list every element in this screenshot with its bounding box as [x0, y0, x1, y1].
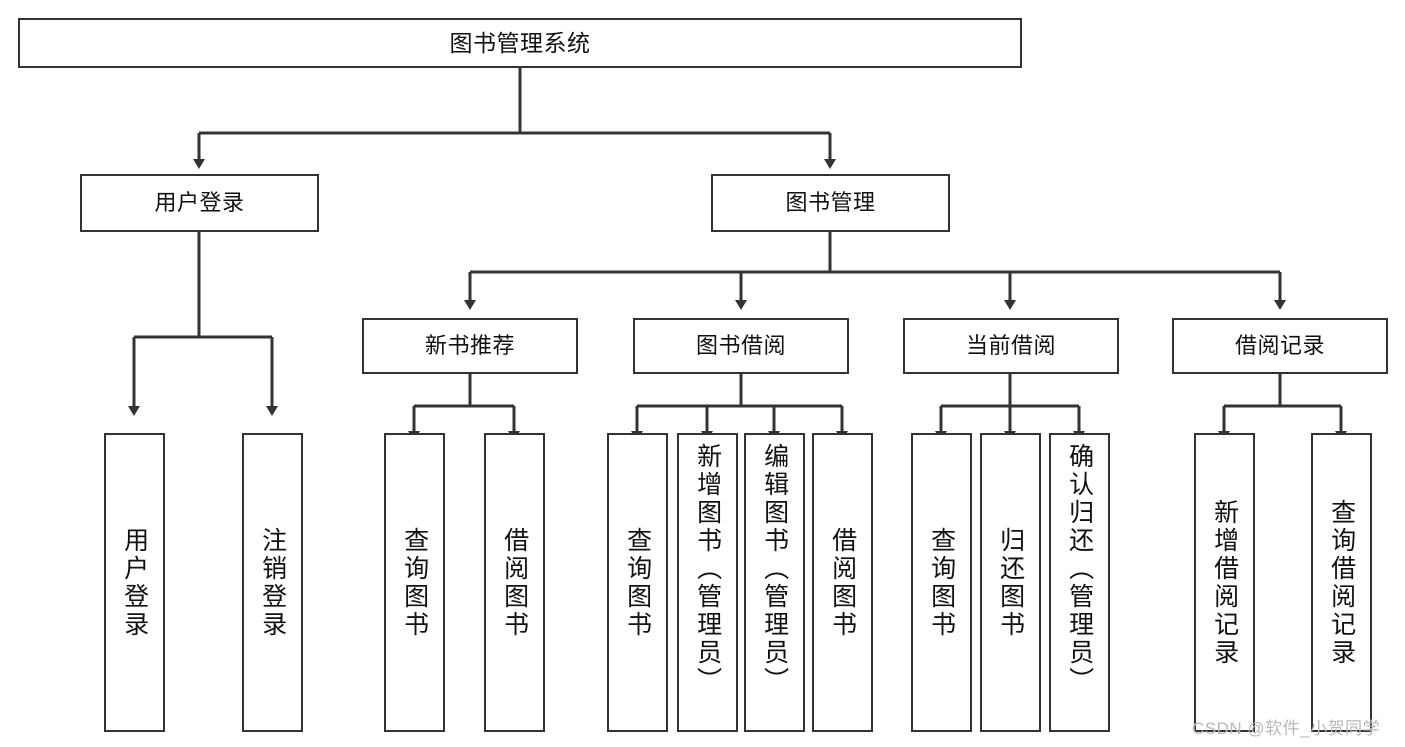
node-label: 归还图书 [996, 526, 1025, 639]
node-label: 查询图书 [623, 526, 652, 639]
node-label: 注销登录 [258, 526, 287, 639]
node-label: 新增图书（管理员） [693, 443, 722, 695]
node-label: 查询借阅记录 [1327, 498, 1356, 667]
node-book-borrow[interactable]: 图书借阅 [633, 318, 849, 374]
node-label: 图书管理 [785, 190, 876, 216]
node-label: 借阅记录 [1234, 333, 1325, 359]
node-leaf-return-book[interactable]: 归还图书 [980, 433, 1041, 732]
node-label: 借阅图书 [500, 526, 529, 639]
node-user-login[interactable]: 用户登录 [80, 174, 319, 232]
node-label: 确认归还（管理员） [1065, 443, 1094, 695]
node-borrow-record[interactable]: 借阅记录 [1172, 318, 1388, 374]
node-label: 查询图书 [400, 526, 429, 639]
node-label: 新书推荐 [424, 333, 515, 359]
node-leaf-add-borrow-record[interactable]: 新增借阅记录 [1194, 433, 1255, 732]
node-current-borrow[interactable]: 当前借阅 [903, 318, 1119, 374]
node-leaf-edit-book-admin[interactable]: 编辑图书（管理员） [744, 433, 805, 732]
node-label: 图书管理系统 [449, 29, 591, 56]
node-leaf-query-book-recommend[interactable]: 查询图书 [384, 433, 445, 732]
node-label: 查询图书 [927, 526, 956, 639]
node-label: 用户登录 [154, 190, 245, 216]
node-label: 图书借阅 [695, 333, 786, 359]
node-leaf-confirm-return-admin[interactable]: 确认归还（管理员） [1049, 433, 1110, 732]
node-label: 编辑图书（管理员） [760, 443, 789, 695]
node-new-book-recommend[interactable]: 新书推荐 [362, 318, 578, 374]
node-leaf-user-login[interactable]: 用户登录 [104, 433, 165, 732]
node-label: 当前借阅 [965, 333, 1056, 359]
node-label: 借阅图书 [828, 526, 857, 639]
node-root-book-management-system[interactable]: 图书管理系统 [18, 18, 1022, 68]
node-leaf-add-book-admin[interactable]: 新增图书（管理员） [677, 433, 738, 732]
node-label: 用户登录 [120, 526, 149, 639]
node-leaf-borrow-book[interactable]: 借阅图书 [812, 433, 873, 732]
csdn-watermark: CSDN @软件_小贺同学 [1192, 719, 1381, 738]
node-book-management[interactable]: 图书管理 [711, 174, 950, 232]
node-leaf-logout[interactable]: 注销登录 [242, 433, 303, 732]
node-leaf-borrow-book-recommend[interactable]: 借阅图书 [484, 433, 545, 732]
node-leaf-query-book-borrow[interactable]: 查询图书 [607, 433, 668, 732]
node-label: 新增借阅记录 [1210, 498, 1239, 667]
node-leaf-query-borrow-record[interactable]: 查询借阅记录 [1311, 433, 1372, 732]
node-leaf-query-book-current[interactable]: 查询图书 [911, 433, 972, 732]
